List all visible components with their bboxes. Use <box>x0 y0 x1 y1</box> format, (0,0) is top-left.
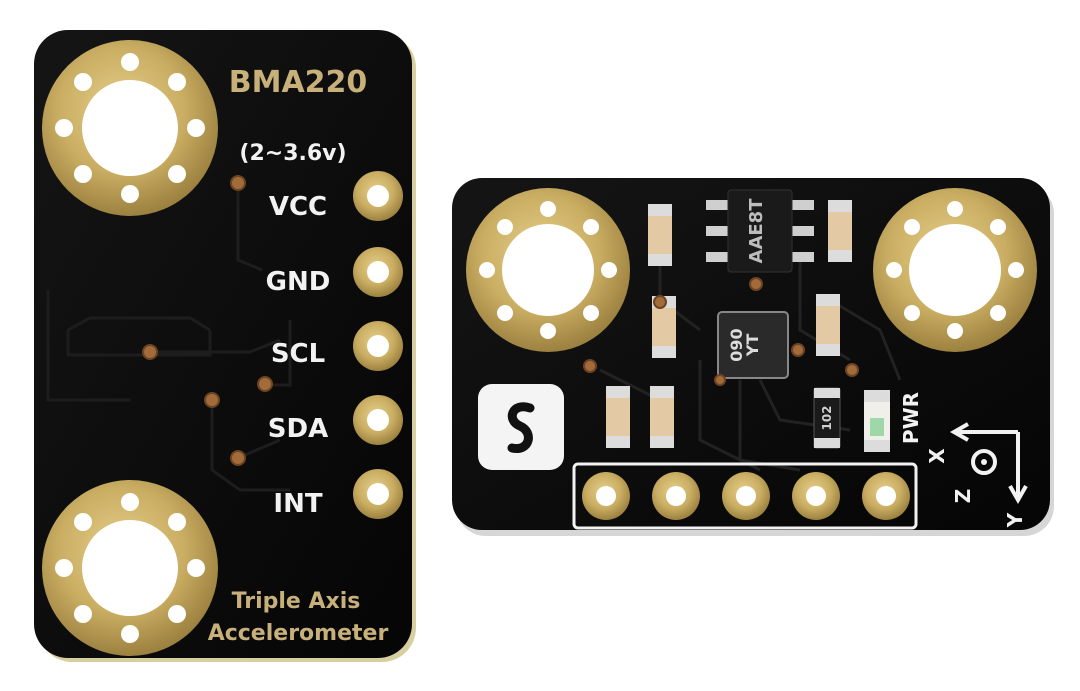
left-header-pads <box>353 171 403 519</box>
mount-hole-bottom-left <box>42 480 218 656</box>
pin-label-sda: SDA <box>268 414 328 444</box>
left-board: BMA220 (2~3.6v) VCC GND SCL SDA INT Trip… <box>34 30 416 662</box>
mount-hole-right-board-left <box>466 188 630 352</box>
capacitor-c2 <box>828 200 852 262</box>
resistor-r1: 102 <box>813 387 841 449</box>
sensor-marking-line-1: YT <box>743 334 762 358</box>
accelerometer-chip: YT 090 <box>717 311 789 379</box>
smd-components: 102 <box>606 200 890 452</box>
pin-label-vcc: VCC <box>269 192 327 222</box>
pin-label-scl: SCL <box>271 339 325 369</box>
sensor-marking-line-2: 090 <box>727 328 746 361</box>
pin-labels: VCC GND SCL SDA INT <box>266 192 331 519</box>
regulator-chip: AAE8T <box>706 189 814 273</box>
voltage-label: (2~3.6v) <box>239 141 346 166</box>
mount-hole-right-board-right <box>873 188 1037 352</box>
left-board-traces <box>46 185 292 492</box>
capacitor-c6 <box>650 386 674 448</box>
axis-diagram: X Z Y <box>925 422 1028 528</box>
axis-z-label: Z <box>951 489 975 504</box>
capacitor-c1 <box>648 204 672 266</box>
axis-y-label: Y <box>1003 512 1027 528</box>
right-header <box>572 462 918 530</box>
power-label: PWR <box>899 392 923 444</box>
right-board: AAE8T <box>452 178 1054 536</box>
dfrobot-logo-icon <box>478 384 564 470</box>
board-title: BMA220 <box>229 65 368 100</box>
axis-x-label: X <box>925 448 949 464</box>
left-board-vias <box>142 175 273 466</box>
regulator-chip-marking: AAE8T <box>746 198 767 264</box>
right-board-traces <box>599 250 902 472</box>
capacitor-c5 <box>606 386 630 448</box>
description-line-2: Accelerometer <box>208 621 389 646</box>
pin-label-gnd: GND <box>266 267 331 297</box>
capacitor-c4 <box>816 294 840 356</box>
description-line-1: Triple Axis <box>232 589 361 614</box>
mount-hole-top-left <box>42 40 218 216</box>
pin-label-int: INT <box>273 489 322 519</box>
right-board-vias <box>583 277 859 386</box>
resistor-marking: 102 <box>820 405 834 430</box>
power-led <box>864 390 890 452</box>
